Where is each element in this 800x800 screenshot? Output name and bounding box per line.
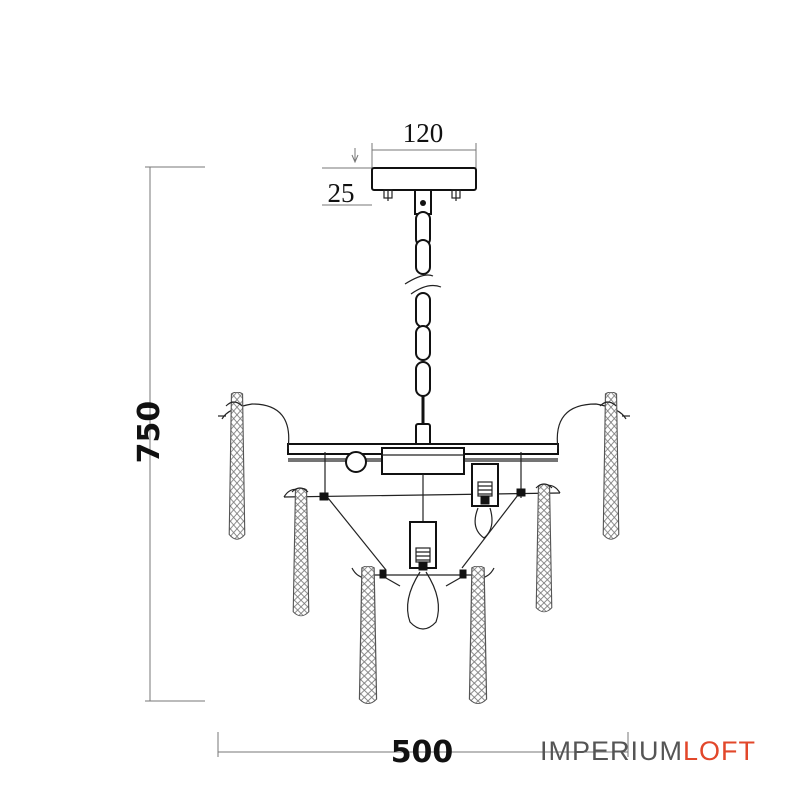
brand-logo-part1: IMPERIUM	[540, 736, 683, 766]
dimension-total-height: 750	[132, 166, 205, 702]
bulb-holder-right	[471, 463, 499, 539]
dimension-canopy-width: 120	[371, 118, 477, 168]
suspension-chain	[404, 211, 442, 447]
dimension-total-width: 500	[217, 732, 629, 770]
bulb-holder-center	[407, 521, 439, 630]
total-width-label: 500	[391, 735, 454, 770]
dimension-canopy-height: 25	[322, 148, 372, 208]
upper-frame	[218, 403, 630, 498]
canopy-width-label: 120	[403, 118, 444, 148]
lower-ring	[351, 567, 495, 587]
brand-logo: IMPERIUMLOFT	[540, 736, 756, 766]
brand-logo-part2: LOFT	[683, 736, 756, 766]
pendant-hooks	[225, 401, 617, 493]
canopy-height-label: 25	[328, 178, 355, 208]
total-height-label: 750	[132, 401, 167, 464]
middle-ring	[283, 474, 561, 571]
ceiling-canopy	[371, 167, 477, 215]
